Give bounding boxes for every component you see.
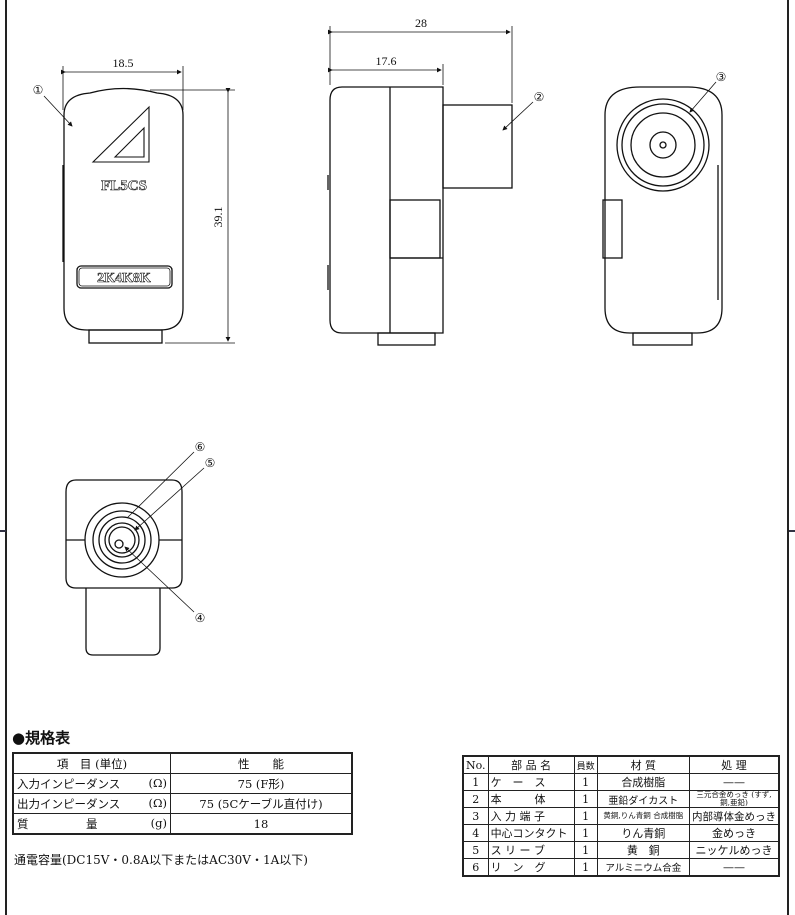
callout-2: ②	[534, 90, 545, 104]
part-material: りん青銅	[596, 824, 691, 842]
spec-unit: (Ω)	[148, 775, 167, 790]
rear-view	[602, 81, 723, 346]
header-no: No.	[462, 755, 489, 774]
part-qty: 1	[573, 841, 598, 859]
spec-item: 質 量	[17, 816, 98, 831]
callout-3: ③	[716, 70, 727, 84]
spec-table-title: ●規格表	[12, 729, 71, 747]
part-material: 合成樹脂	[596, 773, 691, 791]
table-header-row: 項 目 (単位) 性 能	[12, 752, 353, 774]
part-no: 4	[462, 824, 489, 842]
part-qty: 1	[573, 773, 598, 791]
part-treatment: 内部導体金めっき	[689, 807, 780, 825]
part-treatment: ——	[689, 858, 780, 877]
part-name: 本 体	[487, 790, 575, 808]
spec-value: 75 (F形)	[170, 773, 353, 794]
table-row: 出力インピーダンス (Ω) 75 (5Cケーブル直付け)	[12, 793, 353, 814]
part-name: ス リ ー ブ	[487, 841, 575, 859]
part-name: 中心コンタクト	[487, 824, 575, 842]
part-treatment: 金めっき	[689, 824, 780, 842]
part-no: 6	[462, 858, 489, 877]
part-no: 1	[462, 773, 489, 791]
header-material: 材 質	[596, 755, 691, 774]
bottom-view	[65, 451, 205, 656]
part-name: ケ ー ス	[487, 773, 575, 791]
callout-6: ⑥	[195, 440, 206, 454]
part-qty: 1	[573, 807, 598, 825]
technical-drawing: 18.5 39.1 ① FL5CS 2K4K8K 28 17.6 ② ③	[33, 16, 727, 656]
part-qty: 1	[573, 824, 598, 842]
frame-right-border	[787, 0, 789, 915]
dim-width-front: 18.5	[113, 56, 134, 70]
part-treatment: ニッケルめっき	[689, 841, 780, 859]
spec-item: 出力インピーダンス	[17, 796, 121, 811]
spec-unit: (g)	[150, 815, 167, 830]
part-no: 3	[462, 807, 489, 825]
header-item: 項 目 (単位)	[12, 752, 171, 774]
table-row: 質 量 (g) 18	[12, 813, 353, 835]
header-name: 部 品 名	[487, 755, 575, 774]
part-treatment: ——	[689, 773, 780, 791]
center-mark-right	[789, 530, 795, 532]
part-qty: 1	[573, 790, 598, 808]
dim-depth-total: 28	[415, 16, 427, 30]
part-no: 2	[462, 790, 489, 808]
callout-4: ④	[195, 611, 206, 625]
part-no: 5	[462, 841, 489, 859]
side-view	[327, 26, 534, 346]
header-treatment: 処 理	[689, 755, 780, 774]
center-mark-left	[0, 530, 6, 532]
header-qty: 員数	[573, 755, 598, 774]
part-material: 黄銅,りん青銅 合成樹脂	[596, 807, 691, 825]
spec-unit: (Ω)	[148, 795, 167, 810]
table-row: 入力インピーダンス (Ω) 75 (F形)	[12, 773, 353, 794]
front-view	[43, 66, 235, 344]
spec-table: 項 目 (単位) 性 能 入力インピーダンス (Ω) 75 (F形) 出力インピー…	[12, 752, 353, 835]
dim-height: 39.1	[211, 207, 225, 228]
current-capacity-note: 通電容量(DC15V・0.8A以下またはAC30V・1A以下)	[14, 853, 308, 867]
frame-left-border	[5, 0, 7, 915]
dim-depth-body: 17.6	[376, 54, 397, 68]
table-header-row: No. 部 品 名 員数 材 質 処 理	[462, 755, 780, 774]
callout-5: ⑤	[205, 456, 216, 470]
part-name: リ ン グ	[487, 858, 575, 877]
badge-label: 2K4K8K	[97, 271, 151, 286]
part-treatment: 三元合金めっき (すず,銅,亜鉛)	[689, 790, 780, 808]
part-qty: 1	[573, 858, 598, 877]
model-label: FL5CS	[101, 178, 147, 194]
spec-value: 75 (5Cケーブル直付け)	[170, 793, 353, 814]
part-name: 入 力 端 子	[487, 807, 575, 825]
part-material: 黄 銅	[596, 841, 691, 859]
spec-value: 18	[170, 813, 353, 835]
header-value: 性 能	[170, 752, 353, 774]
part-material: アルミニウム合金	[596, 858, 691, 877]
part-material: 亜鉛ダイカスト	[596, 790, 691, 808]
callout-1: ①	[33, 83, 44, 97]
spec-item: 入力インピーダンス	[17, 776, 121, 791]
